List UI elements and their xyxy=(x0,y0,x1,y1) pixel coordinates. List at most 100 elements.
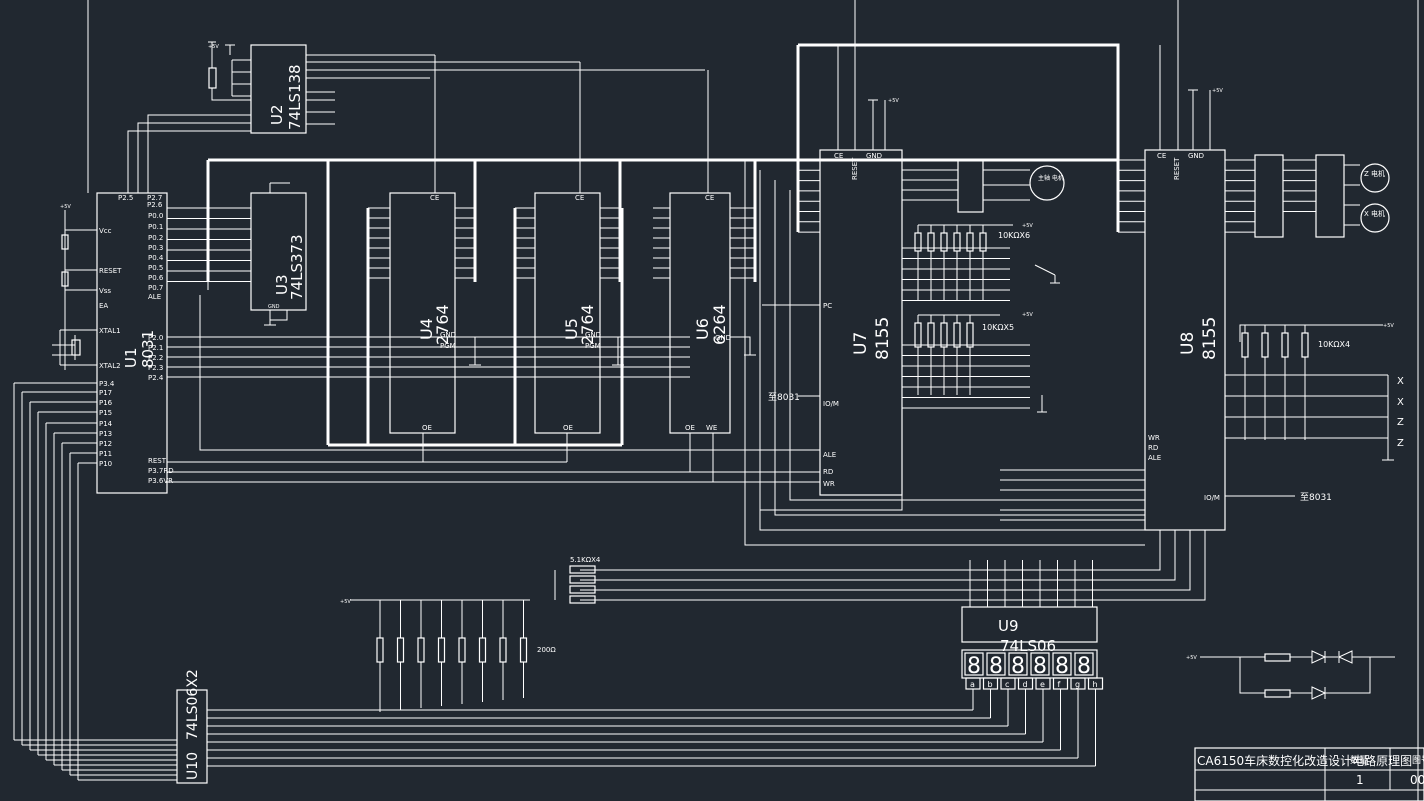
seg-letter: b xyxy=(988,680,993,689)
seg-letter: a xyxy=(970,680,975,689)
u1-pin-label: P13 xyxy=(99,430,112,438)
svg-text:RESET: RESET xyxy=(851,157,859,180)
svg-text:2764: 2764 xyxy=(433,304,452,345)
memory-pin-lines xyxy=(368,207,755,378)
svg-text:ALE: ALE xyxy=(1148,454,1161,462)
u1-pin-label: P11 xyxy=(99,450,112,458)
svg-text:RD: RD xyxy=(823,468,833,476)
svg-text:+5V: +5V xyxy=(208,44,219,50)
chip-u8: U8 8155 CE RESET GND IO/M 至8031 WR RD AL… xyxy=(1000,0,1388,531)
u1-pin-label: P17 xyxy=(99,389,112,397)
svg-text:+5V: +5V xyxy=(1022,312,1033,318)
u1-pin-label: P0.6 xyxy=(148,274,164,282)
u1-pin-label: XTAL1 xyxy=(99,327,121,335)
u1-pin-label: P0.1 xyxy=(148,223,163,231)
seg-letter: c xyxy=(1005,680,1009,689)
u1-part: 8031 xyxy=(139,330,157,368)
u1-pin-label: EA xyxy=(99,302,108,310)
svg-text:WE: WE xyxy=(706,424,717,432)
svg-text:74LS06X2: 74LS06X2 xyxy=(185,669,201,740)
svg-text:U2: U2 xyxy=(268,104,286,125)
u1-pin-label: P0.7 xyxy=(148,284,163,292)
svg-text:至8031: 至8031 xyxy=(768,392,800,403)
svg-text:+5V: +5V xyxy=(340,599,351,605)
svg-text:Z 电机: Z 电机 xyxy=(1364,169,1385,178)
u1-pin-label: P12 xyxy=(99,440,112,448)
u8-drive-network: Z 电机 X 电机 10KΩX4 +5V X X Z Z xyxy=(1225,154,1404,461)
u1-pin-label: P3.4 xyxy=(99,380,115,388)
chip-u2: U2 74LS138 +5V xyxy=(127,41,705,193)
svg-text:RD: RD xyxy=(1148,444,1158,452)
u7-port-network: 主轴 电机 10KΩX6 +5V 10KΩX5 +5V xyxy=(902,159,1065,413)
control-lines xyxy=(167,160,1145,546)
seg-letter: g xyxy=(1075,680,1080,689)
svg-text:OE: OE xyxy=(563,424,573,432)
svg-text:74LS138: 74LS138 xyxy=(286,64,304,130)
seg-digit: 8 xyxy=(1055,654,1069,679)
svg-text:X: X xyxy=(1397,397,1404,408)
svg-text:GND: GND xyxy=(440,331,456,339)
u1-pin-label: P2.4 xyxy=(148,374,164,382)
svg-text:PGM: PGM xyxy=(440,342,456,350)
u1-ref: U1 xyxy=(122,347,140,368)
svg-text:U9: U9 xyxy=(998,617,1019,635)
svg-text:U3: U3 xyxy=(273,274,291,295)
svg-text:200Ω: 200Ω xyxy=(537,646,556,654)
u1-pin-label: REST xyxy=(148,457,167,465)
seg-digit: 8 xyxy=(1011,654,1025,679)
u1-pin-label: P14 xyxy=(99,420,113,428)
svg-text:+5V: +5V xyxy=(60,204,71,210)
svg-text:+5V: +5V xyxy=(1212,88,1223,94)
svg-text:PGM: PGM xyxy=(585,342,601,350)
u1-left-pins: VccRESETVssEAXTAL1XTAL2P3.4P17P16P15P14P… xyxy=(99,227,122,468)
chip-u1: U1 8031 VccRESETVssEAXTAL1XTAL2P3.4P17P1… xyxy=(96,192,174,494)
svg-text:+5V: +5V xyxy=(1186,655,1197,661)
edge-wires xyxy=(87,0,1419,801)
title-text: CA6150车床数控化改造设计电路原理图 xyxy=(1197,753,1412,768)
svg-text:+5V: +5V xyxy=(1022,223,1033,229)
svg-text:74LS373: 74LS373 xyxy=(288,234,306,300)
svg-text:ALE: ALE xyxy=(823,451,836,459)
svg-text:GND: GND xyxy=(866,152,882,160)
svg-text:RESET: RESET xyxy=(1173,157,1181,180)
chip-u5: U5 2764 CE OE GND PGM xyxy=(534,62,624,434)
svg-text:10KΩX4: 10KΩX4 xyxy=(1318,340,1350,349)
svg-text:GND: GND xyxy=(1188,152,1204,160)
svg-text:WR: WR xyxy=(823,480,835,488)
svg-text:CE: CE xyxy=(1157,152,1166,160)
reset-crystal-network: +5V xyxy=(52,204,97,370)
u1-pin-label: P0.2 xyxy=(148,234,163,242)
svg-text:8155: 8155 xyxy=(873,317,893,360)
u1-pin-label: P15 xyxy=(99,409,112,417)
u1-pin-label: P0.3 xyxy=(148,244,163,252)
svg-text:CE: CE xyxy=(430,194,439,202)
svg-text:GND: GND xyxy=(585,331,601,339)
u1-pin-label: RESET xyxy=(99,267,122,275)
svg-text:1: 1 xyxy=(1356,773,1364,787)
svg-text:U4: U4 xyxy=(417,318,436,340)
svg-text:X 电机: X 电机 xyxy=(1364,209,1385,218)
chip-u3: U3 74LS373 GND xyxy=(250,182,307,326)
svg-text:GND: GND xyxy=(268,304,280,310)
svg-text:+5V: +5V xyxy=(888,98,899,104)
p0-lines xyxy=(167,207,690,378)
u1-pin-label: P2.5 xyxy=(118,194,133,202)
svg-text:至8031: 至8031 xyxy=(1300,492,1332,503)
seg-digit: 8 xyxy=(1033,654,1047,679)
svg-text:WR: WR xyxy=(1148,434,1160,442)
svg-text:U7: U7 xyxy=(851,332,871,355)
svg-text:8155: 8155 xyxy=(1200,317,1220,360)
svg-text:X: X xyxy=(1397,376,1404,387)
u1-pin-label: ALE xyxy=(148,293,161,301)
svg-text:主轴 电机: 主轴 电机 xyxy=(1038,174,1064,182)
u1-pin-label: P2.1 xyxy=(148,344,163,352)
seg-digit: 8 xyxy=(989,654,1003,679)
seg-letter: h xyxy=(1093,680,1098,689)
seg-letter: f xyxy=(1058,680,1061,689)
svg-text:+5V: +5V xyxy=(1383,323,1394,329)
title-block: CA6150车床数控化改造设计电路原理图 数量 1 图号 00 xyxy=(1194,747,1424,801)
chip-u7: U7 8155 CE RESET GND PC IO/M ALE RD WR 至… xyxy=(760,0,1030,511)
svg-text:数量: 数量 xyxy=(1350,754,1368,766)
